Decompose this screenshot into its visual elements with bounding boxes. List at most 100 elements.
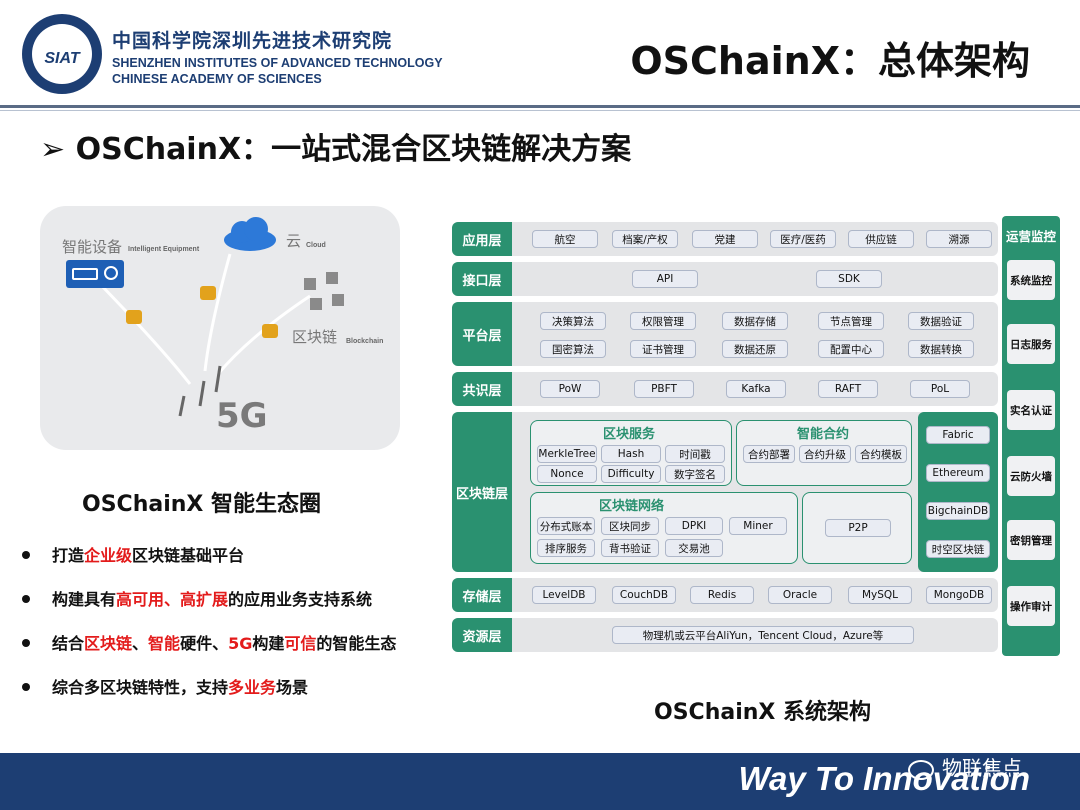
network-item: 交易池 [665,539,723,557]
chain-engine-item: 时空区块链 [926,540,990,558]
platform-item: 决策算法 [540,312,606,330]
cloud-icon [224,217,276,251]
projector-icon [66,260,124,288]
siat-logo: SIAT [22,14,102,94]
ecosystem-caption: OSChainX 智能生态圈 [82,492,322,517]
network-item: 区块同步 [601,517,659,535]
block-service-title: 区块服务 [603,427,656,442]
storage-layer-label: 存储层 [452,578,512,612]
blockchain-network-title: 区块链网络 [599,499,665,514]
platform-item: 国密算法 [540,340,606,358]
p2p-item: P2P [825,519,891,537]
footer-slogan: Way To Innovation [738,760,1030,797]
app-item: 医疗/医药 [770,230,836,248]
platform-item: 配置中心 [818,340,884,358]
app-item: 供应链 [848,230,914,248]
app-item: 溯源 [926,230,992,248]
p2p-group: P2P [802,492,912,564]
chain-engine-item: Fabric [926,426,990,444]
header-divider [0,105,1080,108]
bullet-item: 打造企业级区块链基础平台 [22,542,244,566]
bullet-item: 结合区块链、智能硬件、5G构建可信的智能生态 [22,630,396,654]
architecture-diagram: 应用层 航空 档案/产权 党建 医疗/医药 供应链 溯源 接口层 API SDK… [452,216,998,656]
bullet-item: 综合多区块链特性，支持多业务场景 [22,674,308,698]
ecosystem-illustration: 智能设备 Intelligent Equipment 云 Cloud 区块链 B… [40,206,400,450]
consensus-item: PoL [910,380,970,398]
network-item: 排序服务 [537,539,595,557]
lock-icon [262,324,278,338]
chain-engine-item: Ethereum [926,464,990,482]
resource-layer: 资源层 物理机或云平台AliYun，Tencent Cloud，Azure等 [452,618,998,652]
network-item: 背书验证 [601,539,659,557]
ops-item: 云防火墙 [1007,456,1055,496]
platform-item: 数据验证 [908,312,974,330]
resource-item: 物理机或云平台AliYun，Tencent Cloud，Azure等 [612,626,914,644]
ops-item: 实名认证 [1007,390,1055,430]
slide-subtitle: ➢ OSChainX：一站式混合区块链解决方案 [40,132,632,167]
chain-engine-item: BigchainDB [926,502,990,520]
ops-item: 日志服务 [1007,324,1055,364]
ecosystem-lines [98,253,311,385]
app-item: 党建 [692,230,758,248]
resource-layer-label: 资源层 [452,618,512,652]
device-label-en: Intelligent Equipment [128,246,200,253]
cloud-label-en: Cloud [306,242,326,249]
smart-contract-group: 智能合约 合约部署 合约升级 合约模板 [736,420,912,486]
block-service-item: MerkleTree [537,445,597,463]
consensus-item: RAFT [818,380,878,398]
lock-icon [200,286,216,300]
ops-monitoring-column: 运营监控 系统监控 日志服务 实名认证 云防火墙 密钥管理 操作审计 [1002,216,1060,656]
blockchain-label: 区块链 [292,328,338,346]
block-service-item: Nonce [537,465,597,483]
storage-item: LevelDB [532,586,596,604]
ops-item: 系统监控 [1007,260,1055,300]
interface-item: API [632,270,698,288]
ops-item: 密钥管理 [1007,520,1055,560]
interface-layer: 接口层 API SDK [452,262,998,296]
network-item: Miner [729,517,787,535]
device-label: 智能设备 [62,238,123,256]
block-service-item: 时间戳 [665,445,725,463]
blockchain-network-group: 区块链网络 分布式账本 区块同步 DPKI Miner 排序服务 背书验证 交易… [530,492,798,564]
app-layer: 应用层 航空 档案/产权 党建 医疗/医药 供应链 溯源 [452,222,998,256]
app-item: 档案/产权 [612,230,678,248]
antenna-icon [178,365,222,417]
wechat-icon [908,759,934,780]
block-service-group: 区块服务 MerkleTree Hash 时间戳 Nonce Difficult… [530,420,732,486]
consensus-item: PBFT [634,380,694,398]
platform-item: 数据还原 [722,340,788,358]
blockchain-layer-label: 区块链层 [452,412,512,572]
architecture-caption: OSChainX 系统架构 [654,700,872,725]
org-name-en-1: SHENZHEN INSTITUTES OF ADVANCED TECHNOLO… [112,56,443,70]
interface-layer-label: 接口层 [452,262,512,296]
smart-contract-title: 智能合约 [797,427,850,442]
ops-item: 操作审计 [1007,586,1055,626]
platform-item: 证书管理 [630,340,696,358]
block-service-item: Hash [601,445,661,463]
logo-text: SIAT [44,50,80,67]
blockchain-cubes-icon [300,272,350,316]
platform-item: 权限管理 [630,312,696,330]
network-item: DPKI [665,517,723,535]
interface-item: SDK [816,270,882,288]
smart-contract-item: 合约升级 [799,445,851,463]
smart-contract-item: 合约模板 [855,445,907,463]
consensus-layer: 共识层 PoW PBFT Kafka RAFT PoL [452,372,998,406]
block-service-item: Difficulty [601,465,661,483]
smart-contract-item: 合约部署 [743,445,795,463]
chain-engines-panel: Fabric Ethereum BigchainDB 时空区块链 [918,412,998,572]
lock-icon [126,310,142,324]
platform-item: 节点管理 [818,312,884,330]
page-title: OSChainX：总体架构 [630,39,1030,83]
org-name-cn: 中国科学院深圳先进技术研究院 [112,30,393,52]
consensus-layer-label: 共识层 [452,372,512,406]
org-name-en-2: CHINESE ACADEMY OF SCIENCES [112,72,322,86]
storage-item: Oracle [768,586,832,604]
platform-item: 数据存储 [722,312,788,330]
5g-label: 5G [216,396,268,436]
cloud-label: 云 [286,232,302,250]
storage-item: MongoDB [926,586,992,604]
header-divider-thin [0,110,1080,111]
consensus-item: PoW [540,380,600,398]
ops-title: 运营监控 [1005,229,1056,244]
